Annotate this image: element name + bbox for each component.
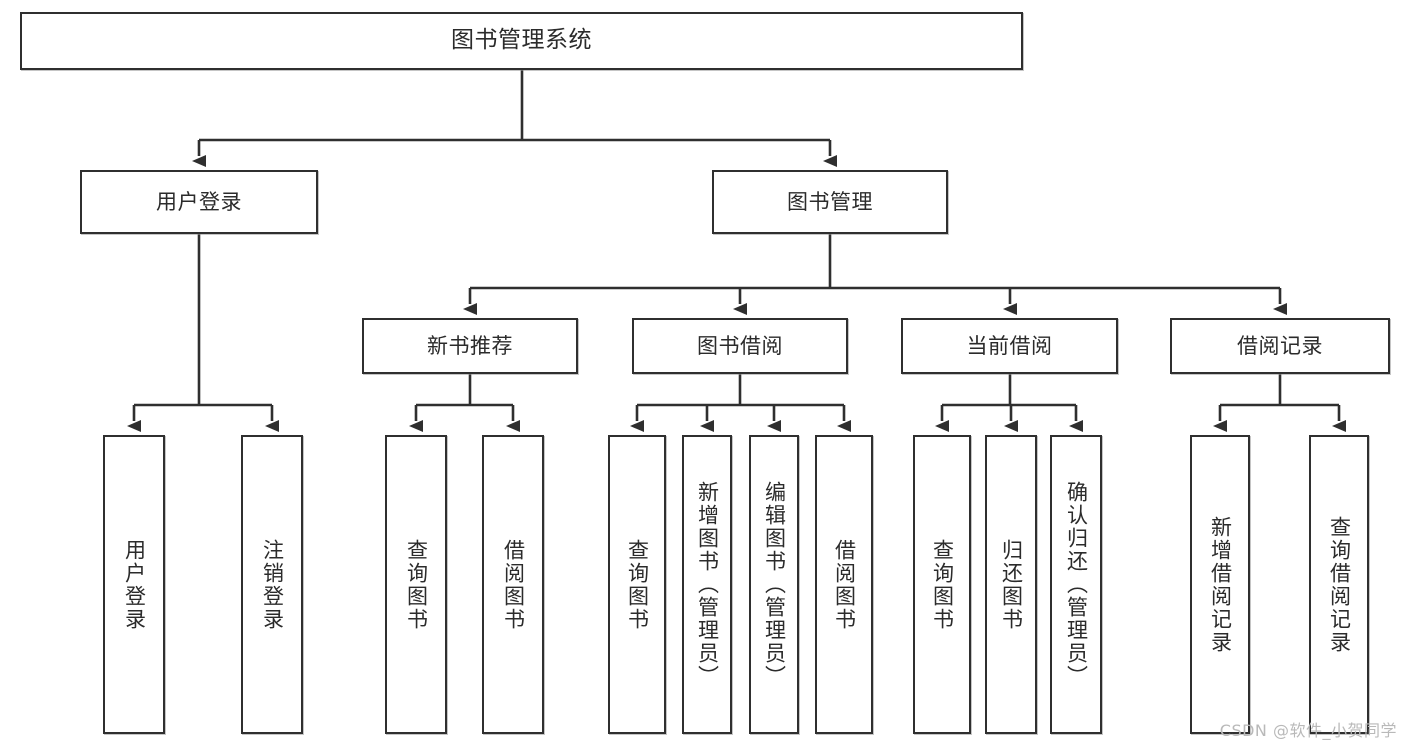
node-root[interactable]: 图书管理系统 (20, 12, 1023, 70)
node-label: 新增图书（管理员） (695, 481, 720, 688)
node-leaf-edit-book[interactable]: 编辑图书（管理员） (749, 435, 799, 734)
node-book-borrow[interactable]: 图书借阅 (632, 318, 848, 374)
node-label: 编辑图书（管理员） (762, 481, 787, 688)
node-leaf-borrow-book-a[interactable]: 借阅图书 (482, 435, 544, 734)
node-leaf-add-record[interactable]: 新增借阅记录 (1190, 435, 1250, 734)
node-label: 查询借阅记录 (1327, 515, 1352, 654)
node-label: 图书管理 (787, 189, 873, 214)
node-leaf-query-record[interactable]: 查询借阅记录 (1309, 435, 1369, 734)
node-label: 归还图书 (999, 538, 1024, 631)
node-label: 当前借阅 (966, 333, 1053, 358)
node-label: 图书借阅 (697, 333, 783, 358)
node-label: 查询图书 (625, 538, 650, 631)
node-label: 借阅记录 (1237, 333, 1323, 358)
node-borrow-record[interactable]: 借阅记录 (1170, 318, 1390, 374)
node-leaf-add-book[interactable]: 新增图书（管理员） (682, 435, 732, 734)
node-label: 新书推荐 (427, 333, 513, 358)
node-book-manage[interactable]: 图书管理 (712, 170, 948, 234)
watermark-text: CSDN @软件_小贺同学 (1219, 721, 1397, 740)
node-leaf-query-book-c[interactable]: 查询图书 (913, 435, 971, 734)
node-leaf-borrow-book-b[interactable]: 借阅图书 (815, 435, 873, 734)
node-leaf-query-book-b[interactable]: 查询图书 (608, 435, 666, 734)
node-label: 确认归还（管理员） (1064, 481, 1089, 688)
node-label: 借阅图书 (832, 538, 857, 631)
node-label: 借阅图书 (501, 538, 526, 631)
node-user-login[interactable]: 用户登录 (80, 170, 318, 234)
node-leaf-query-book-a[interactable]: 查询图书 (385, 435, 447, 734)
node-label: 新增借阅记录 (1208, 515, 1233, 654)
node-label: 查询图书 (404, 538, 429, 631)
node-label: 用户登录 (156, 189, 242, 214)
node-label: 注销登录 (260, 538, 285, 631)
node-leaf-user-login[interactable]: 用户登录 (103, 435, 165, 734)
node-label: 图书管理系统 (451, 27, 592, 54)
node-new-book-rec[interactable]: 新书推荐 (362, 318, 578, 374)
node-current-borrow[interactable]: 当前借阅 (901, 318, 1118, 374)
node-label: 用户登录 (122, 538, 147, 631)
node-label: 查询图书 (930, 538, 955, 631)
node-leaf-logout[interactable]: 注销登录 (241, 435, 303, 734)
node-leaf-confirm-return[interactable]: 确认归还（管理员） (1050, 435, 1102, 734)
node-leaf-return-book[interactable]: 归还图书 (985, 435, 1037, 734)
